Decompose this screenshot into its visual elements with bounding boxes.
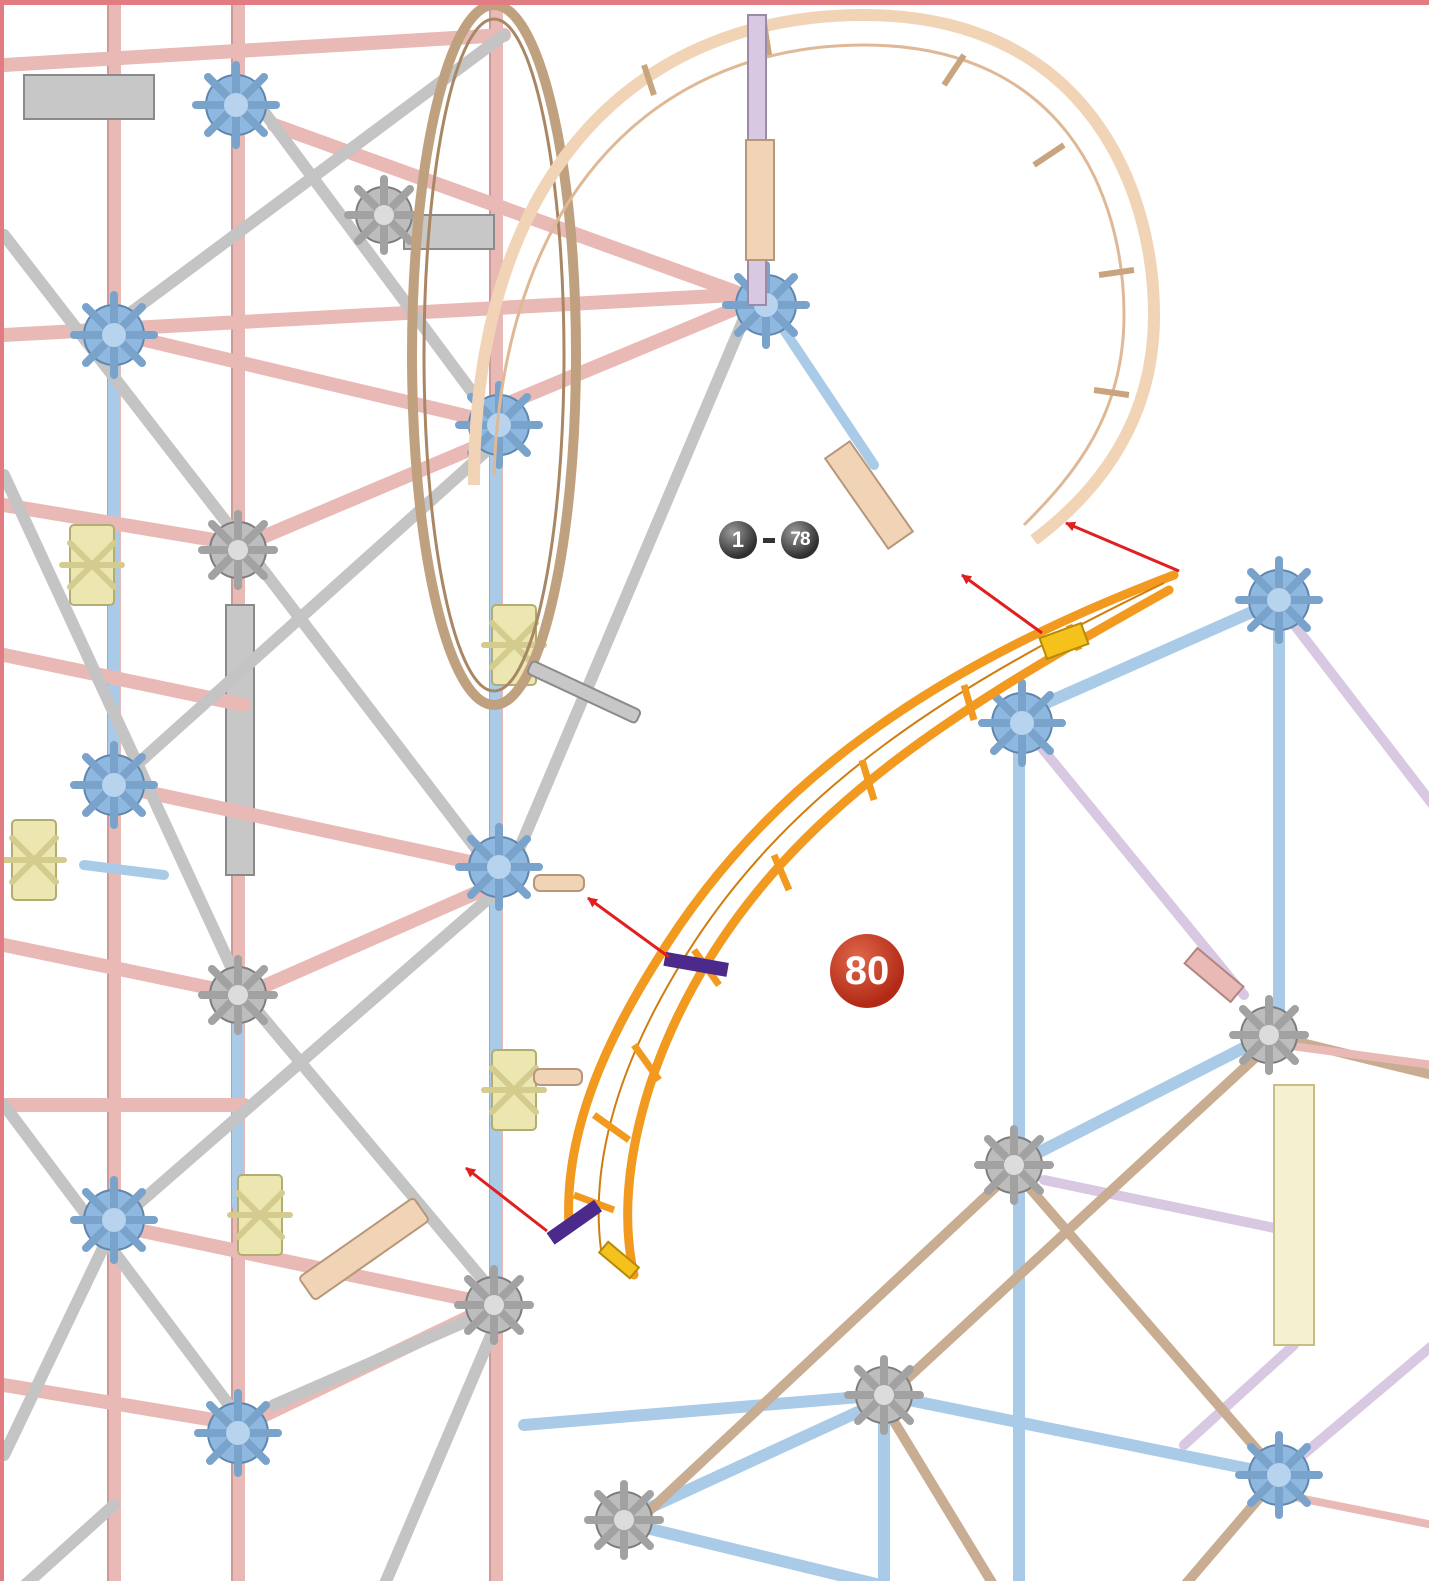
orange-track-piece (564, 570, 1179, 1280)
range-start-ball: 1 (719, 521, 757, 559)
left-tower (4, 5, 879, 1581)
right-structure (518, 560, 1429, 1581)
purple-track-clip-icon (546, 951, 729, 1245)
loose-parts (299, 660, 1245, 1301)
brown-loop-track (407, 5, 581, 710)
assembly-diagram (4, 5, 1429, 1581)
peach-loop-track (468, 8, 1161, 545)
step-number-badge: 80 (830, 934, 904, 1008)
yellow-track-clip-icon (597, 621, 1090, 1280)
top-post (745, 14, 915, 551)
prior-steps-range: 1 78 (719, 521, 819, 559)
range-dash (763, 537, 775, 543)
red-arrow-icon (465, 521, 1180, 1233)
range-end-ball: 78 (781, 521, 819, 559)
